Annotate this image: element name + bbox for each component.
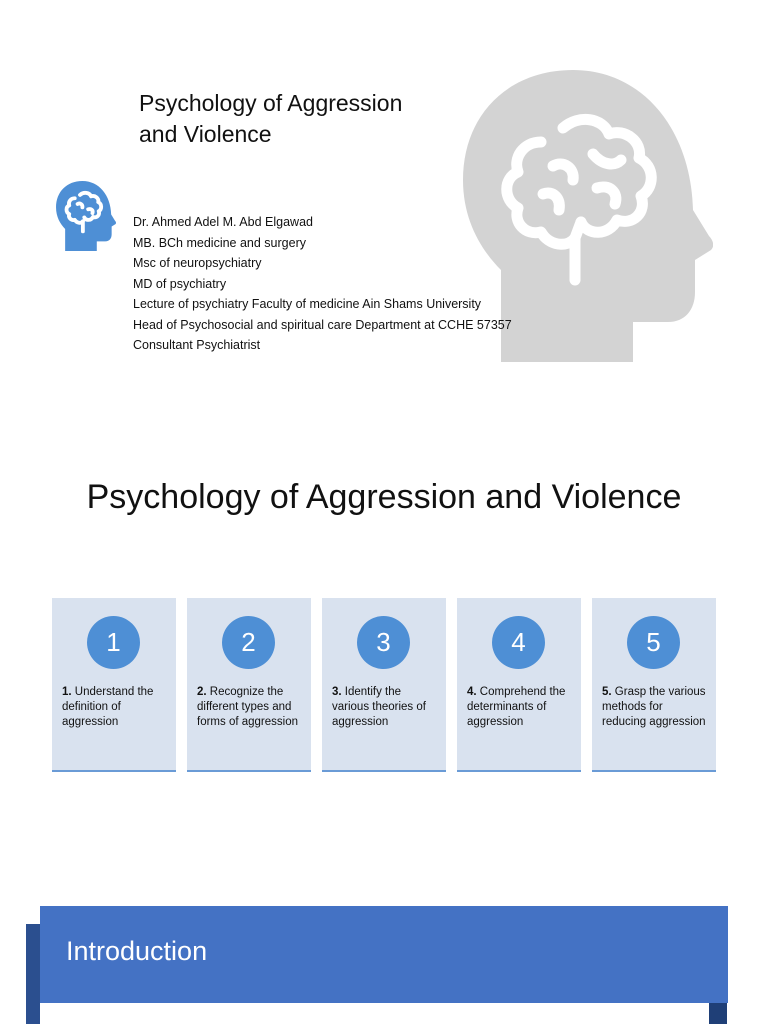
introduction-title: Introduction (66, 936, 208, 966)
brain-head-icon (56, 181, 116, 251)
step-number-badge: 4 (492, 616, 545, 669)
step-prefix: 4. (467, 686, 477, 698)
step-number-badge: 3 (357, 616, 410, 669)
objectives-steps: 1 1. Understand the definition of aggres… (52, 598, 716, 773)
bio-line: MD of psychiatry (133, 276, 227, 291)
title-slide: Psychology of Aggression and Violence Dr… (0, 0, 768, 420)
title-line-1: Psychology of Aggression (139, 90, 403, 116)
introduction-banner: Introduction (40, 906, 728, 1003)
step-prefix: 5. (602, 686, 612, 698)
step-description: Understand the definition of aggression (62, 686, 154, 728)
step-description: Comprehend the determinants of aggressio… (467, 686, 566, 728)
step-card-4: 4 4. Comprehend the determinants of aggr… (457, 598, 581, 772)
step-number-badge: 5 (627, 616, 680, 669)
banner-fold-right (709, 1003, 727, 1024)
bio-line: Dr. Ahmed Adel M. Abd Elgawad (133, 215, 313, 229)
step-prefix: 3. (332, 686, 342, 698)
step-prefix: 1. (62, 686, 72, 698)
bio-line: Consultant Psychiatrist (133, 338, 261, 352)
step-text: 3. Identify the various theories of aggr… (332, 685, 440, 730)
step-card-3: 3 3. Identify the various theories of ag… (322, 598, 446, 772)
step-text: 2. Recognize the different types and for… (197, 685, 305, 730)
step-text: 5. Grasp the various methods for reducin… (602, 685, 710, 730)
step-text: 1. Understand the definition of aggressi… (62, 685, 170, 730)
objectives-title: Psychology of Aggression and Violence (86, 478, 682, 516)
step-card-5: 5 5. Grasp the various methods for reduc… (592, 598, 716, 772)
banner-fold-left (26, 924, 40, 1024)
step-card-1: 1 1. Understand the definition of aggres… (52, 598, 176, 772)
bio-line: Lecture of psychiatry Faculty of medicin… (133, 297, 482, 311)
step-card-2: 2 2. Recognize the different types and f… (187, 598, 311, 772)
step-prefix: 2. (197, 686, 207, 698)
step-text: 4. Comprehend the determinants of aggres… (467, 685, 575, 730)
bio-line: Msc of neuropsychiatry (133, 256, 262, 270)
brain-head-icon (463, 70, 713, 362)
author-bio: Dr. Ahmed Adel M. Abd Elgawad MB. BCh me… (133, 216, 513, 360)
bio-line: Head of Psychosocial and spiritual care … (133, 317, 512, 332)
slide-title: Psychology of Aggression and Violence (139, 88, 459, 150)
step-description: Identify the various theories of aggress… (332, 686, 426, 728)
step-number-badge: 1 (87, 616, 140, 669)
bio-line: MB. BCh medicine and surgery (133, 235, 306, 250)
title-line-2: and Violence (139, 121, 272, 147)
step-description: Recognize the different types and forms … (197, 686, 298, 728)
step-description: Grasp the various methods for reducing a… (602, 686, 706, 728)
step-number-badge: 2 (222, 616, 275, 669)
